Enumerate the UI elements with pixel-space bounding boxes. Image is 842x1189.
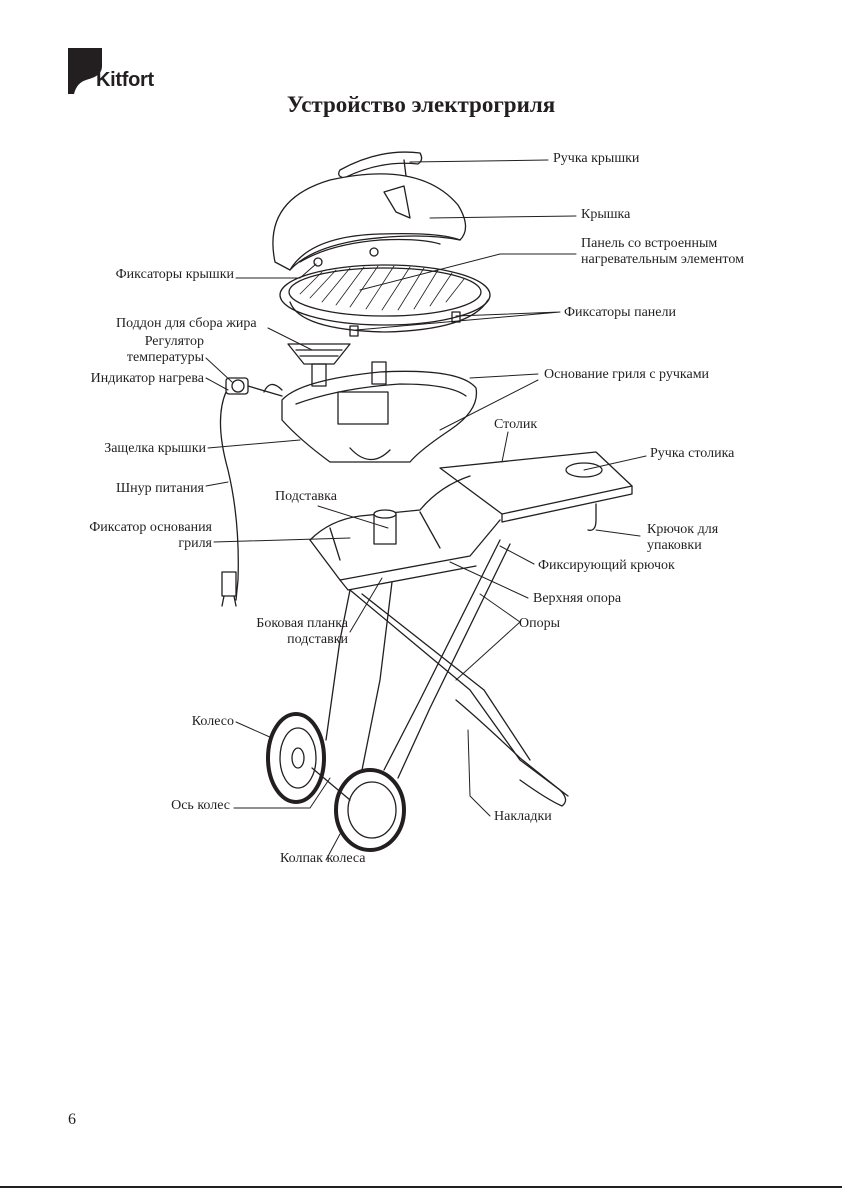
page-number: 6 bbox=[68, 1111, 76, 1128]
label-temp-regulator-line2: температуры bbox=[126, 350, 204, 365]
grill-base-shape bbox=[263, 361, 478, 463]
label-table-handle: Ручка столика bbox=[650, 446, 735, 461]
stand-frame-shape bbox=[309, 475, 569, 807]
label-fixing-hook: Фиксирующий крючок bbox=[538, 558, 675, 573]
temperature-regulator-shape bbox=[219, 377, 283, 607]
logo-mark-icon bbox=[68, 48, 102, 94]
label-heating-panel-line1: Панель со встроенным bbox=[581, 236, 718, 251]
label-axle: Ось колес bbox=[171, 798, 230, 813]
page-title: Устройство электрогриля bbox=[286, 92, 556, 117]
label-base-lock-line1: Фиксатор основания bbox=[89, 520, 212, 535]
axle-shape bbox=[311, 767, 351, 801]
side-table-shape bbox=[439, 451, 633, 531]
label-pads: Накладки bbox=[494, 809, 552, 824]
label-panel-latches: Фиксаторы панели bbox=[564, 305, 676, 320]
grease-tray-shape bbox=[287, 343, 351, 365]
label-wheel-cap: Колпак колеса bbox=[280, 851, 366, 866]
label-base-lock-line2: гриля bbox=[178, 536, 212, 551]
lid-shape bbox=[272, 173, 467, 271]
label-table: Столик bbox=[494, 417, 538, 432]
grill-grate-shape bbox=[279, 264, 491, 337]
label-heating-panel-line2: нагревательным элементом bbox=[581, 252, 744, 267]
label-stand: Подставка bbox=[275, 489, 337, 504]
label-pack-hook-line1: Крючок для bbox=[647, 522, 719, 537]
brand-logo bbox=[66, 46, 176, 96]
label-side-bar-line2: подставки bbox=[287, 632, 348, 647]
bottom-rule bbox=[0, 1186, 842, 1188]
label-temp-regulator-line1: Регулятор bbox=[144, 334, 204, 349]
label-power-cord: Шнур питания bbox=[115, 481, 204, 496]
label-lid: Крышка bbox=[581, 207, 631, 222]
label-legs: Опоры bbox=[519, 616, 561, 631]
label-lid-clasp: Защелка крышки bbox=[104, 441, 206, 456]
label-wheel: Колесо bbox=[191, 714, 234, 729]
label-pack-hook-line2: упаковки bbox=[647, 538, 702, 553]
brand-name: Kitfort bbox=[96, 69, 154, 91]
label-side-bar-line1: Боковая планка bbox=[256, 616, 348, 631]
wheel-shape-front bbox=[334, 768, 406, 852]
label-lid-handle: Ручка крышки bbox=[553, 151, 640, 166]
label-grill-base: Основание гриля с ручками bbox=[544, 367, 710, 382]
label-heat-indicator: Индикатор нагрева bbox=[90, 371, 204, 386]
wheel-shape-back bbox=[266, 712, 326, 804]
label-lid-latches: Фиксаторы крышки bbox=[115, 267, 234, 282]
label-grease-tray: Поддон для сбора жира bbox=[116, 316, 257, 331]
label-upper-support: Верхняя опора bbox=[533, 591, 622, 606]
